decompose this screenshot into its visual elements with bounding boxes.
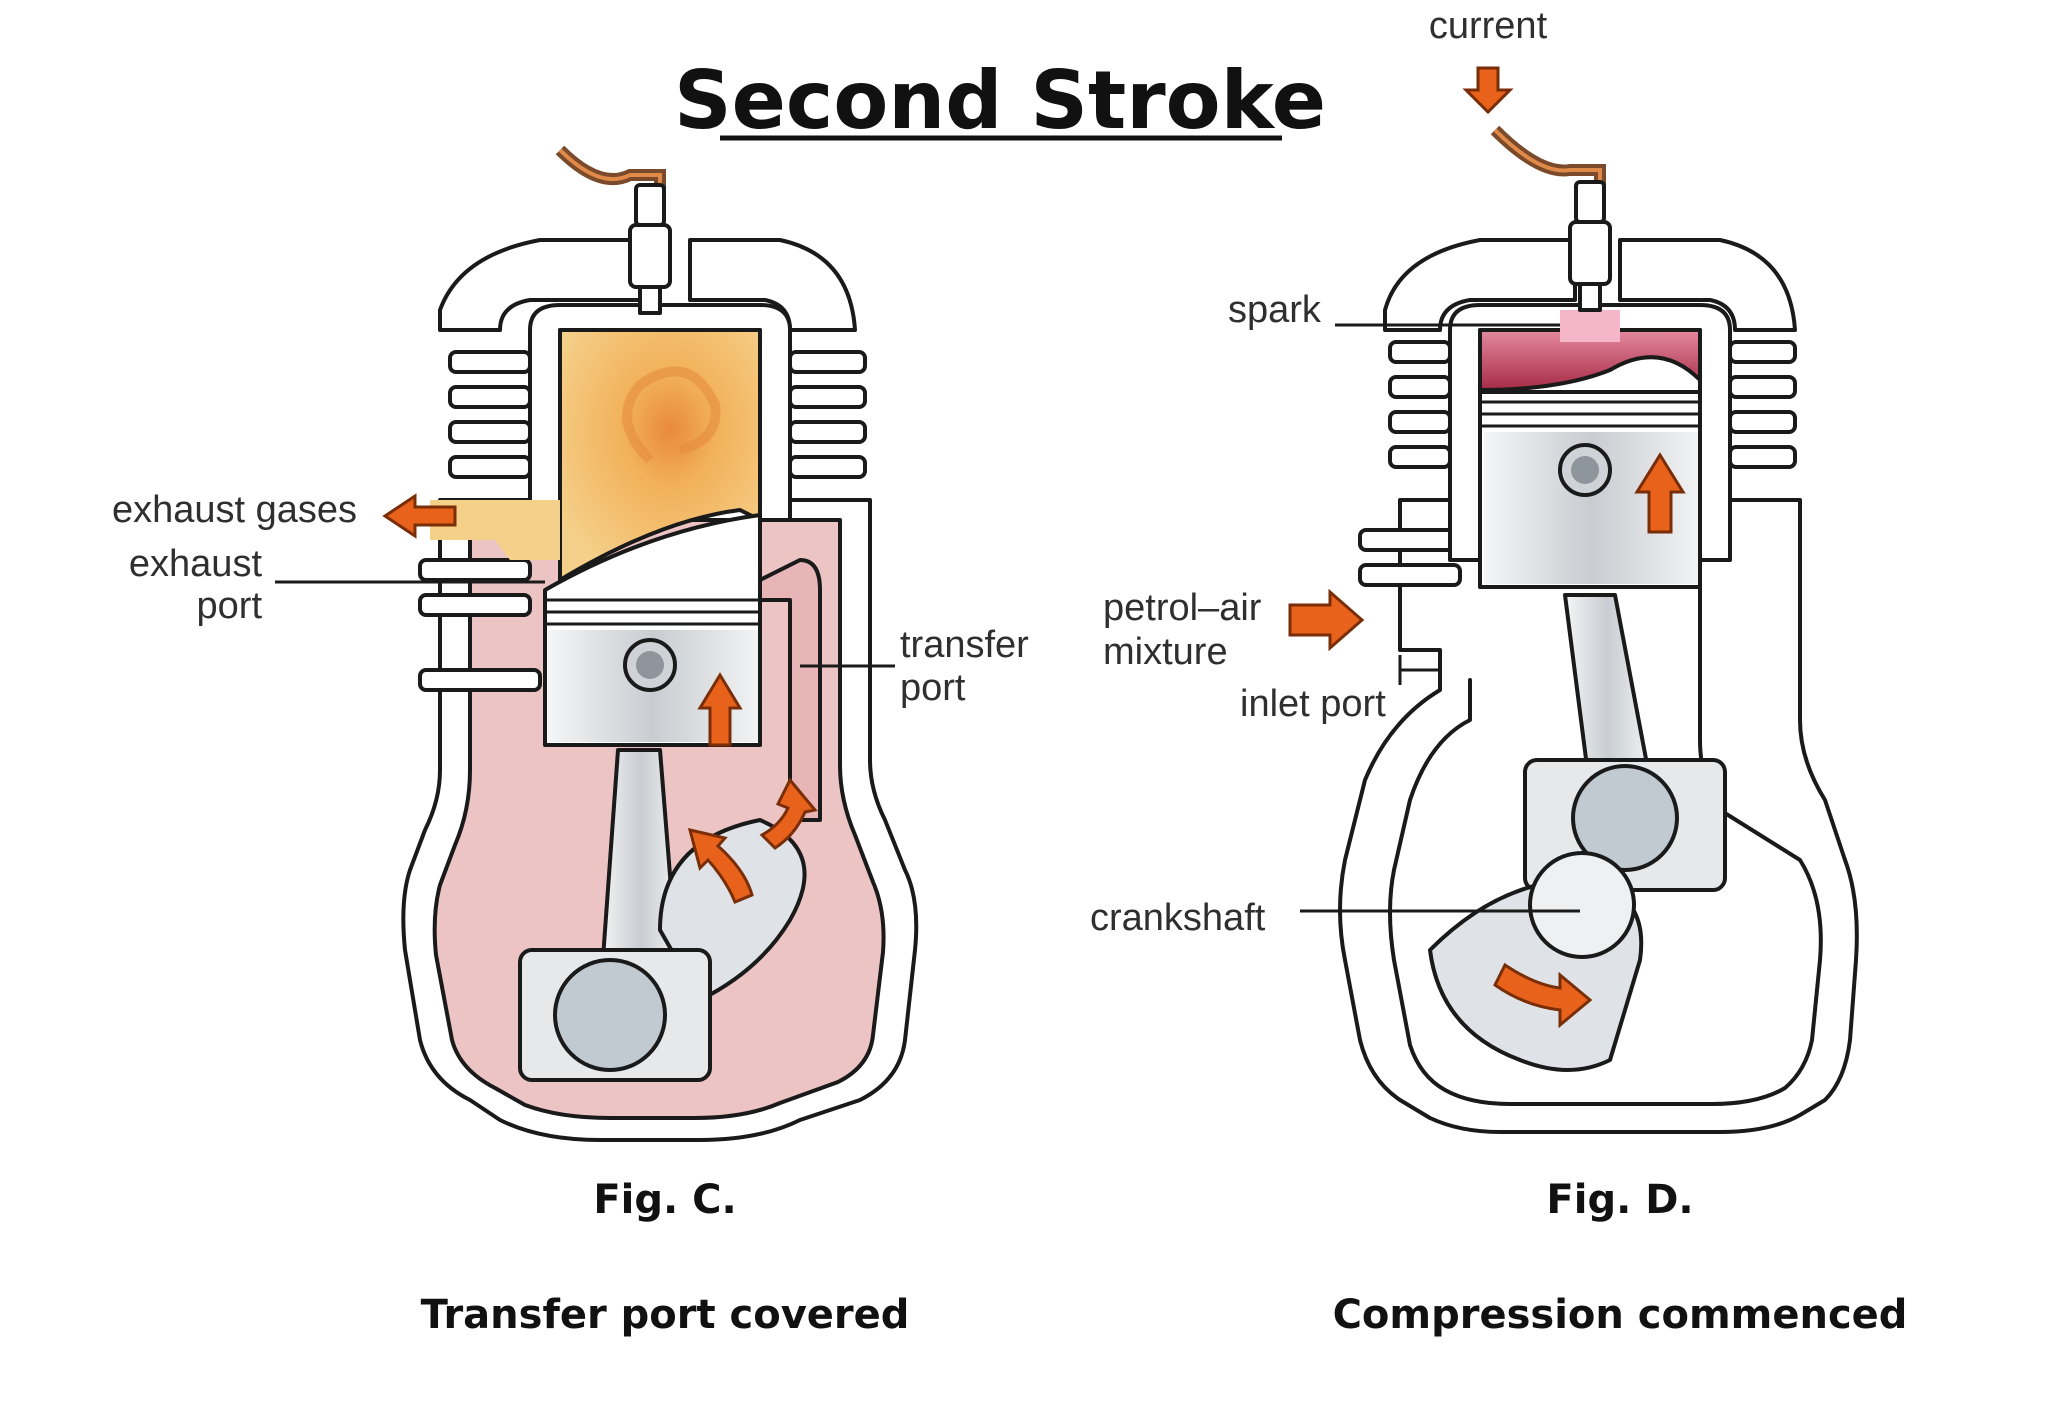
exhaust-arrow-c — [382, 493, 457, 539]
spark-glow-d — [1560, 310, 1620, 342]
fin-right-3-c — [788, 420, 867, 444]
fin-left-1-c — [448, 350, 532, 374]
inlet-port-leader-d — [1398, 655, 1440, 685]
fin-right-2-c — [788, 385, 867, 409]
label-crankshaft: crankshaft — [1090, 897, 1266, 939]
plug-insulator-d — [1568, 220, 1612, 286]
piston-up-arrow-c — [697, 672, 743, 747]
plug-insulator-c — [628, 223, 672, 289]
label-exhaust-gases: exhaust gases — [112, 489, 357, 531]
fin-right-4-c — [788, 455, 867, 479]
fin-left-5-c — [418, 558, 532, 582]
head-fin-right-d — [1618, 238, 1797, 332]
label-petrol-air-line2: mixture — [1103, 631, 1228, 673]
flow-arrows-c — [382, 493, 818, 904]
fin-right-2-d — [1728, 375, 1797, 399]
piston-up-arrow-d — [1634, 452, 1686, 534]
fin-right-3-d — [1728, 410, 1797, 434]
current-arrow-d — [1462, 66, 1514, 115]
figure-d: current spark petrol–air mixture inlet p… — [1090, 5, 1907, 1338]
spark-plug-c — [555, 145, 672, 315]
big-end-bearing-c — [553, 958, 667, 1072]
compressed-charge-d — [1478, 328, 1702, 392]
connecting-rod-c — [518, 748, 807, 1082]
plug-body-c — [634, 183, 666, 227]
figure-c-subcaption: Transfer port covered — [421, 1292, 910, 1338]
label-exhaust-port-line2: port — [197, 585, 263, 627]
cylinder-fins-d — [1358, 238, 1797, 587]
figure-c-caption: Fig. C. — [593, 1177, 736, 1223]
label-current: current — [1429, 5, 1548, 47]
crank-rotation-arrow-d — [1493, 962, 1593, 1029]
transfer-passage-c — [758, 558, 822, 822]
crankpin-d — [1528, 851, 1636, 959]
connecting-rod-d — [1428, 593, 1727, 1072]
page-title: Second Stroke — [674, 54, 1326, 147]
fin-left-2-c — [448, 385, 532, 409]
label-inlet-port: inlet port — [1240, 683, 1386, 725]
fin-right-1-c — [788, 350, 867, 374]
figure-d-subcaption: Compression commenced — [1333, 1292, 1908, 1338]
label-transfer-port-line1: transfer — [900, 624, 1029, 666]
petrol-air-arrow-d — [1288, 588, 1365, 652]
transfer-arrow-1-c — [759, 777, 818, 850]
crank-arrow-c — [687, 827, 754, 904]
label-exhaust-port-line1: exhaust — [129, 543, 263, 585]
flow-arrows-d — [1288, 66, 1686, 1029]
plug-tip-d — [1578, 282, 1602, 312]
plug-wire-inner-d — [1493, 128, 1602, 215]
fin-left-4-c — [448, 455, 532, 479]
page-title-group: Second Stroke — [674, 54, 1326, 147]
gudgeon-pin-inner-c — [636, 651, 664, 679]
gas-swirl-c — [622, 366, 721, 464]
figure-d-caption: Fig. D. — [1546, 1177, 1693, 1223]
fin-right-4-d — [1728, 445, 1797, 469]
fin-left-3-d — [1388, 410, 1452, 434]
fin-left-4-d — [1388, 445, 1452, 469]
plug-tip-c — [638, 285, 662, 315]
plug-body-d — [1574, 180, 1606, 224]
exhaust-stream-c — [430, 500, 560, 560]
fin-left-7-c — [418, 668, 542, 692]
fin-left-5-d — [1358, 528, 1462, 552]
head-fin-right-c — [688, 238, 857, 332]
fin-left-2-d — [1388, 375, 1452, 399]
label-transfer-port-line2: port — [900, 667, 966, 709]
figure-c: exhaust gases exhaust port transfer port… — [112, 145, 1029, 1338]
label-spark: spark — [1228, 289, 1322, 331]
head-fin-left-d — [1383, 238, 1577, 332]
fin-right-1-d — [1728, 340, 1797, 364]
fin-left-3-c — [448, 420, 532, 444]
gudgeon-pin-inner-d — [1571, 456, 1599, 484]
spark-plug-d — [1490, 125, 1612, 312]
fin-left-6-d — [1358, 563, 1462, 587]
head-fin-left-c — [438, 238, 647, 332]
label-petrol-air-line1: petrol–air — [1103, 587, 1262, 629]
fin-left-6-c — [418, 593, 532, 617]
fin-left-1-d — [1388, 340, 1452, 364]
plug-wire-inner-c — [558, 148, 662, 220]
big-end-bearing-d — [1571, 764, 1679, 872]
